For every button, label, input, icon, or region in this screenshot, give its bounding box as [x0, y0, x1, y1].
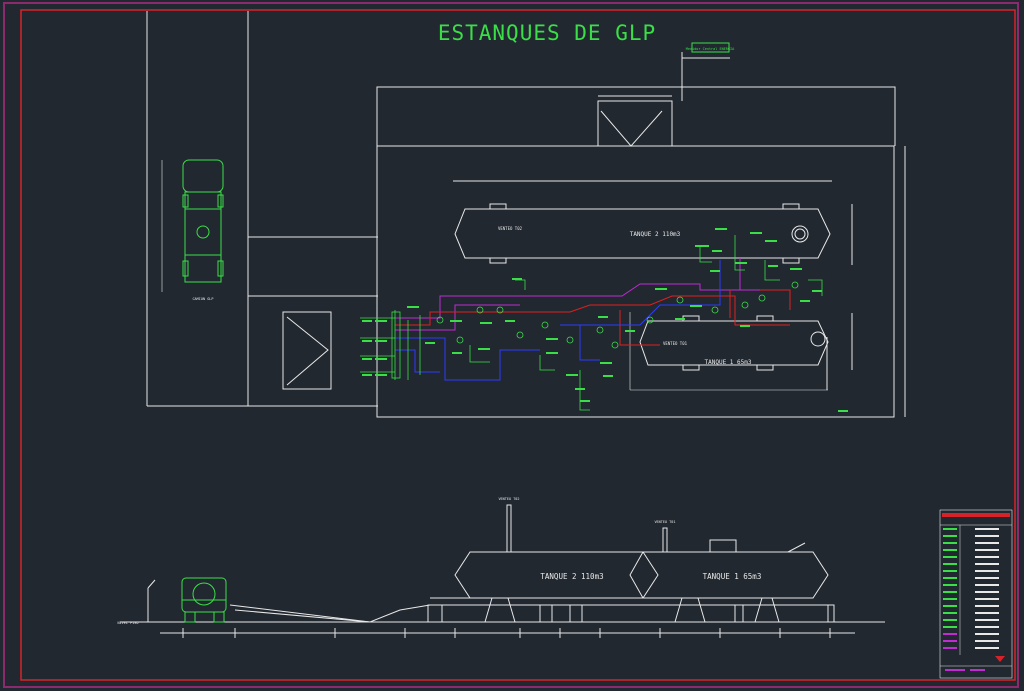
elevation-view: [120, 504, 885, 638]
tank2-elevation-vent: VENTEO T02: [498, 497, 519, 501]
plan-view: [146, 11, 906, 418]
drawing-title: ESTANQUES DE GLP: [438, 21, 656, 45]
tank2-vent-label: VENTEO T02: [498, 226, 523, 231]
tank2-saddle-right: [782, 203, 800, 210]
tank2-saddle-left: [489, 203, 507, 210]
tank2-elevation-label: TANQUE 2 110m3: [540, 572, 603, 581]
truck-elevation: [181, 577, 227, 623]
piping-network: [395, 258, 791, 381]
truck-plan: [182, 159, 224, 283]
tank1-plan: [639, 320, 829, 366]
tank1-vent-label: VENTEO T01: [663, 341, 688, 346]
north-arrow-icon: [995, 656, 1005, 662]
truck-caption: CAMION GLP: [192, 297, 213, 301]
tank1-elevation-vent: VENTEO T01: [654, 520, 675, 524]
tank1-elevation: [629, 551, 829, 599]
instrument-tags: [362, 228, 848, 412]
valve-instruments: [360, 235, 823, 411]
tank1-saddle-right: [756, 315, 774, 322]
tank2-plan-label: TANQUE 2 110m3: [630, 231, 681, 238]
meter-box: [691, 42, 730, 53]
tank2-saddle-right-bottom: [782, 257, 800, 264]
tank1-saddle-left: [682, 315, 700, 322]
tank1-saddle-right-bottom: [756, 364, 774, 371]
title-block: [939, 509, 1013, 679]
tank1-elevation-label: TANQUE 1 65m3: [703, 572, 762, 581]
tank1-saddle-left-bottom: [682, 364, 700, 371]
tank2-saddle-left-bottom: [489, 257, 507, 264]
tank2-manhole-inner-icon: [794, 228, 806, 240]
tank-enclosure: [376, 145, 895, 418]
inner-frame: [20, 9, 1016, 681]
ground-level-label: NIVEL PISO: [117, 621, 138, 625]
outer-frame: [3, 2, 1019, 688]
tank1-plan-label: TANQUE 1 65m3: [705, 359, 752, 366]
tank2-plan: [454, 208, 831, 259]
loading-bay: [282, 311, 332, 390]
access-gate: [597, 100, 673, 147]
tank1-manhole-icon: [810, 331, 826, 347]
legend-rows: [943, 528, 999, 649]
tank2-manhole-icon: [791, 225, 809, 243]
meter-box-label: Medidor Central ENERGIA: [686, 47, 735, 51]
